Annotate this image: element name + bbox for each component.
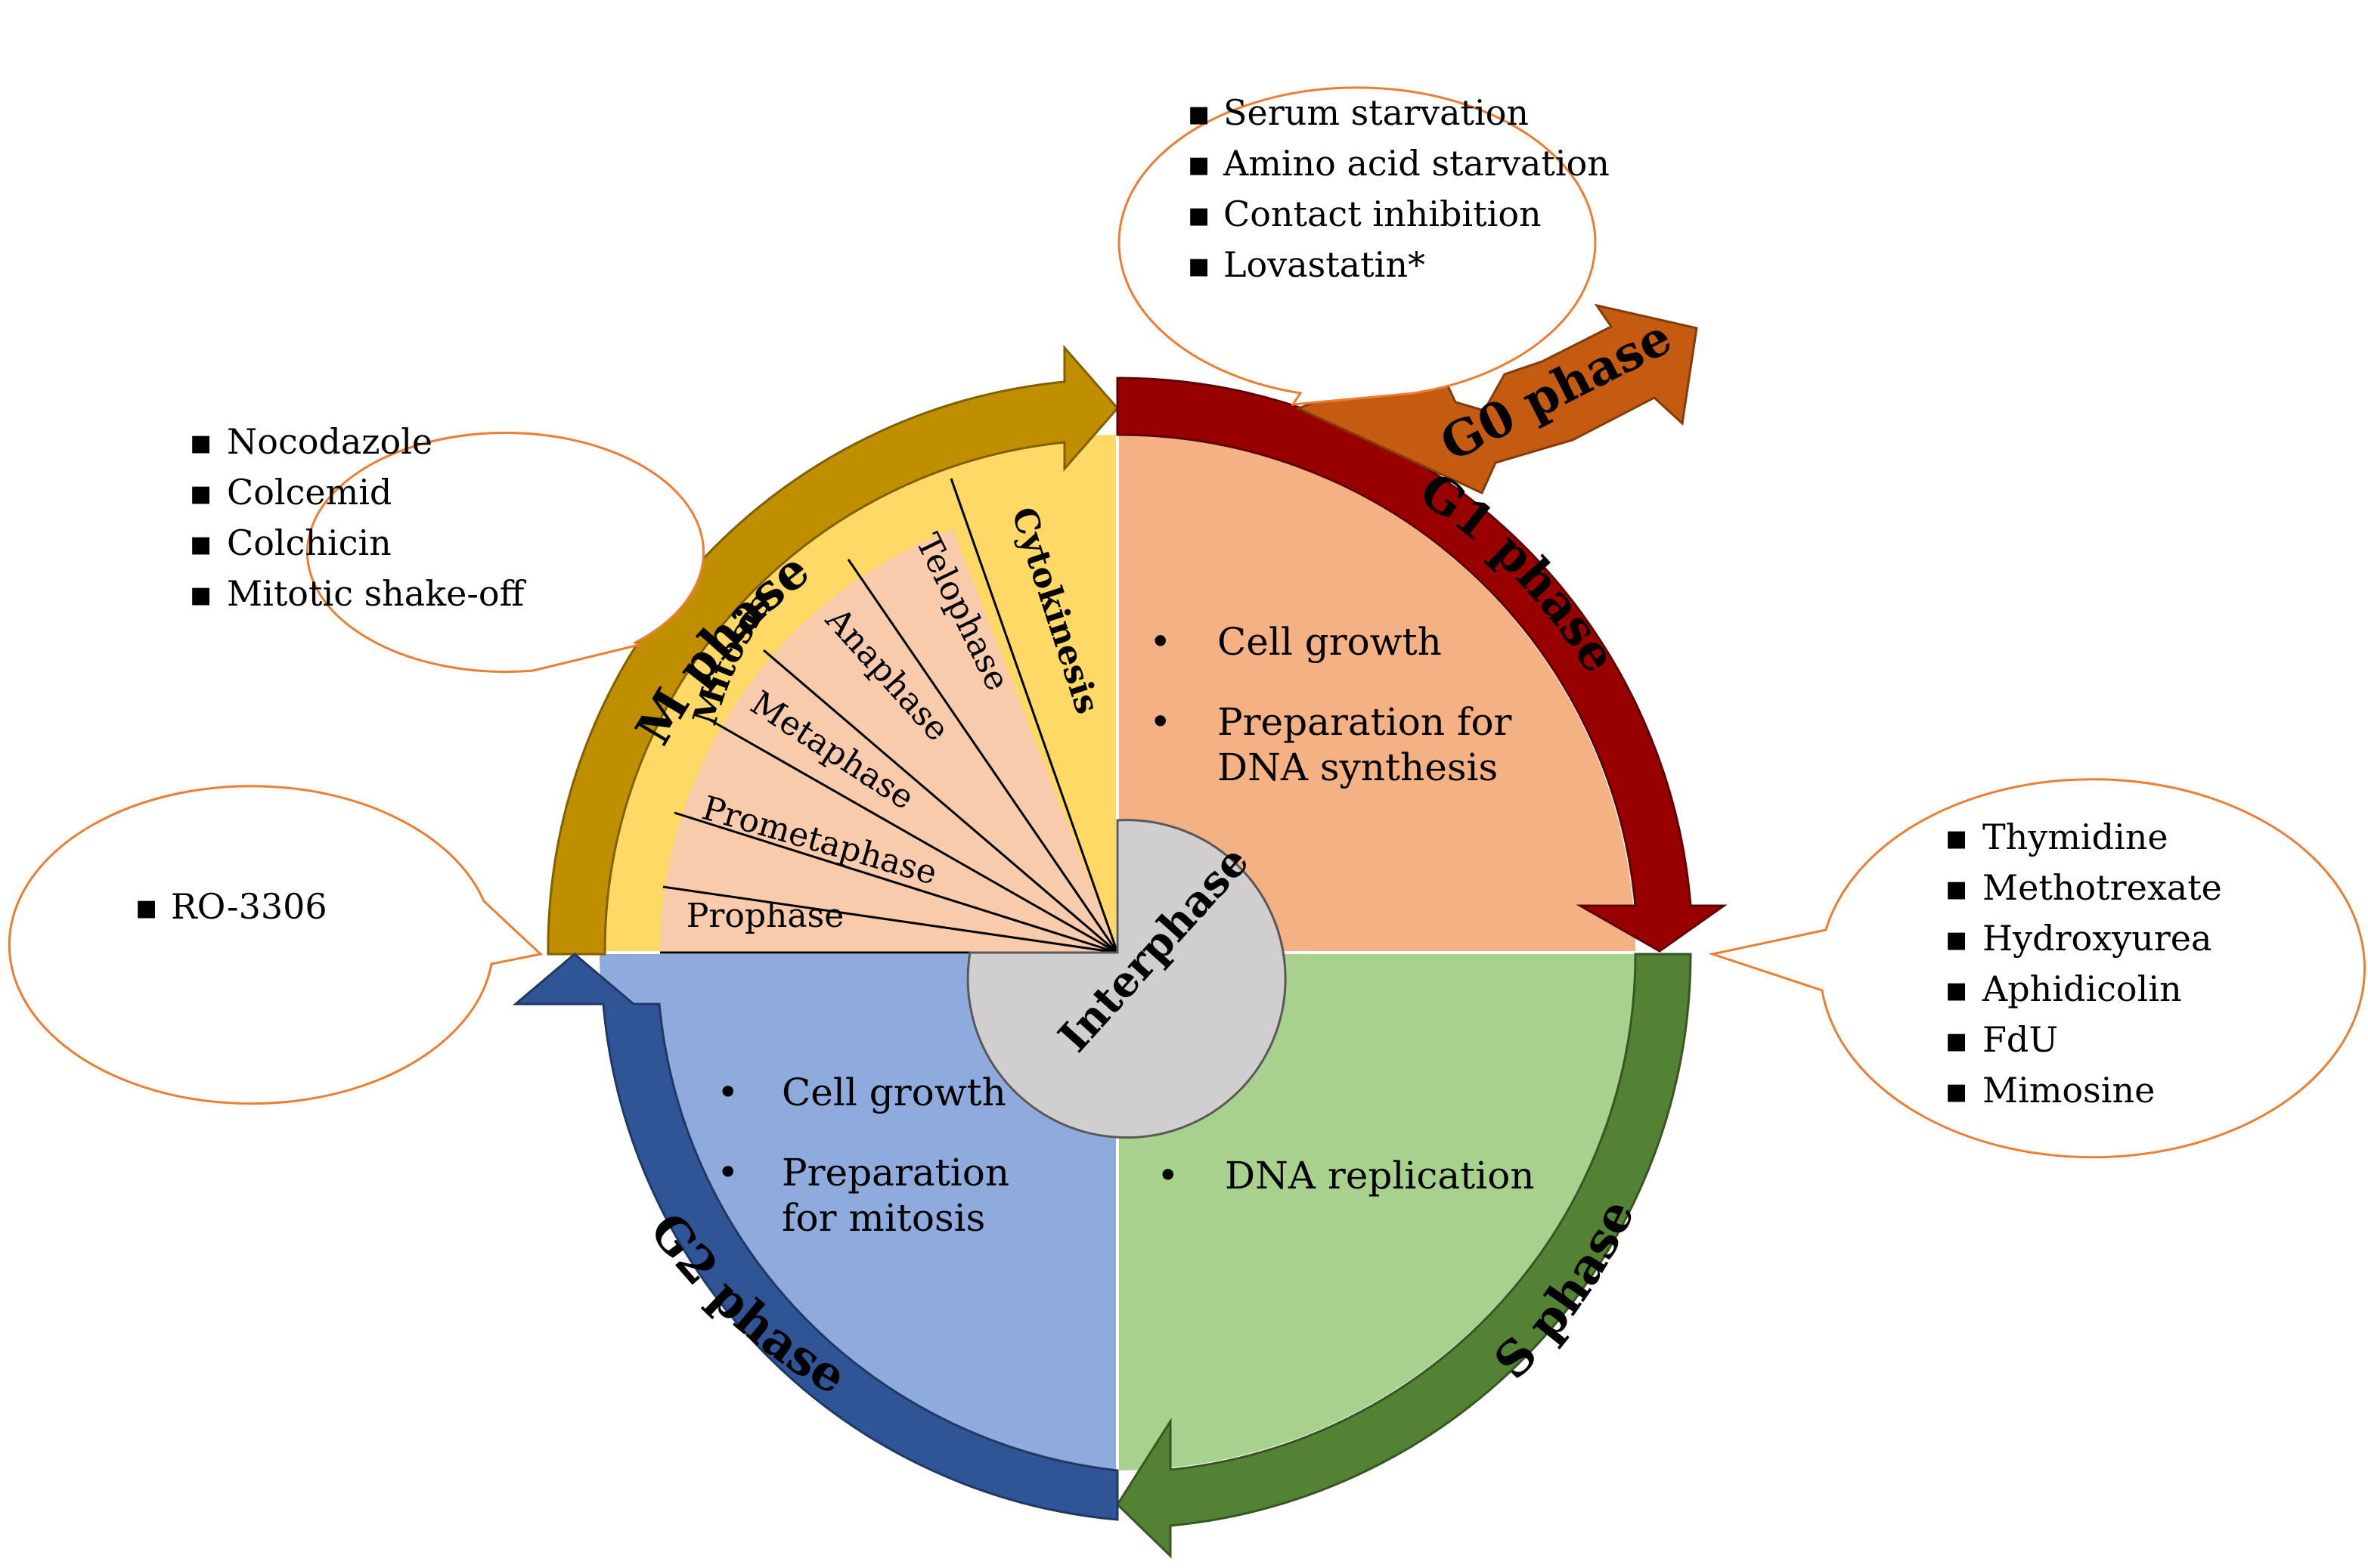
svg-text:•: • [717,1071,739,1114]
svg-text:▪: ▪ [1187,143,1210,184]
svg-text:Mimosine: Mimosine [1982,1070,2155,1111]
svg-text:▪: ▪ [189,472,212,513]
svg-text:▪: ▪ [1945,918,1968,959]
svg-text:Thymidine: Thymidine [1982,817,2168,857]
svg-text:Cell growth: Cell growth [1217,620,1442,664]
svg-text:Lovastatin*: Lovastatin* [1223,244,1425,285]
stage-prophase: Prophase [687,897,844,935]
svg-text:•: • [1157,1154,1179,1198]
svg-text:DNA replication: DNA replication [1225,1154,1535,1198]
svg-text:▪: ▪ [189,522,212,563]
svg-text:Hydroxyurea: Hydroxyurea [1982,918,2211,959]
m-phase-arrow [547,345,1119,956]
svg-text:Colchicin: Colchicin [227,522,392,563]
svg-text:•: • [1149,620,1172,664]
svg-text:▪: ▪ [1945,1070,1968,1111]
g2-phase-arrow [512,953,1119,1521]
svg-text:▪: ▪ [189,421,212,462]
svg-text:Aphidicolin: Aphidicolin [1982,968,2182,1009]
m-phase-callout: ▪ Nocodazole ▪ Colcemid ▪ Colchicin ▪ Mi… [189,421,705,674]
interphase-disk [966,819,1287,1139]
svg-text:▪: ▪ [1945,1019,1968,1060]
svg-text:▪: ▪ [1945,817,1968,857]
s-description: • DNA replication [1157,1154,1535,1198]
svg-text:Nocodazole: Nocodazole [227,421,432,462]
svg-text:Mitotic shake-off: Mitotic shake-off [227,573,527,614]
svg-text:Cell growth: Cell growth [782,1071,1006,1114]
svg-text:▪: ▪ [1187,244,1210,285]
g1-description: • Cell growth • Preparation for DNA synt… [1149,620,1512,789]
g2-description: • Cell growth • Preparation for mitosis [717,1071,1009,1240]
mitosis-stages-fan [660,529,1117,953]
svg-text:Contact inhibition: Contact inhibition [1223,194,1542,234]
svg-text:RO-3306: RO-3306 [171,886,327,927]
g0-phase-arrow [1294,303,1698,494]
s-phase-callout: ▪ Thymidine ▪ Methotrexate ▪ Hydroxyurea… [1708,778,2366,1159]
svg-text:▪: ▪ [1945,968,1968,1009]
svg-text:for mitosis: for mitosis [782,1196,985,1240]
svg-text:Methotrexate: Methotrexate [1982,867,2222,908]
svg-text:FdU: FdU [1982,1019,2058,1060]
g1-quadrant [1117,435,1635,953]
svg-text:•: • [717,1151,739,1195]
g2-m-callout: ▪ RO-3306 [8,785,544,1105]
s-phase-arrow [1116,953,1692,1559]
svg-text:DNA synthesis: DNA synthesis [1217,745,1498,789]
mitosis-dividers [660,478,1119,954]
svg-text:Preparation for: Preparation for [1217,700,1512,744]
svg-text:▪: ▪ [1187,194,1210,234]
g0-callout: ▪ Serum starvation ▪ Amino acid starvati… [1117,86,1610,406]
svg-text:▪: ▪ [189,573,212,614]
svg-text:•: • [1149,700,1172,744]
svg-text:Colcemid: Colcemid [227,472,392,513]
svg-text:▪: ▪ [1187,92,1210,133]
svg-text:Serum starvation: Serum starvation [1223,92,1529,133]
svg-text:▪: ▪ [1945,867,1968,908]
svg-text:▪: ▪ [135,886,158,927]
svg-text:Preparation: Preparation [782,1151,1009,1195]
svg-text:Amino acid starvation: Amino acid starvation [1223,143,1610,184]
g2-quadrant [600,953,1117,1470]
